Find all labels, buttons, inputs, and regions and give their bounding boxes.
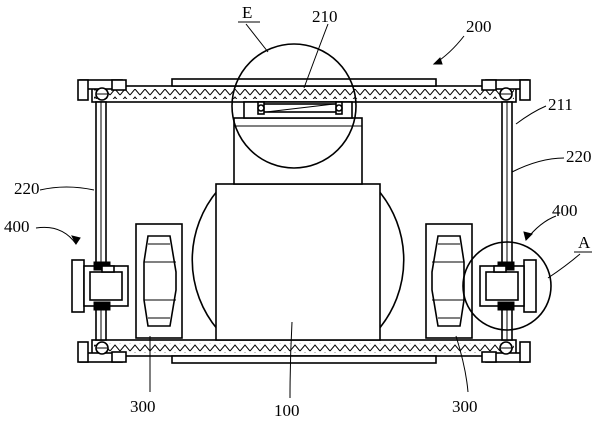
- corner-bracket-top-right: [481, 79, 531, 101]
- corner-bracket-top-left: [77, 79, 127, 101]
- fan-300-right: [425, 223, 473, 339]
- bottom-plate: [91, 339, 517, 357]
- label-210: 210: [312, 7, 338, 26]
- label-300-left: 300: [130, 397, 156, 416]
- corner-bracket-bottom-right: [481, 341, 531, 363]
- rotor-arc: [191, 189, 405, 331]
- component-210: [257, 101, 343, 115]
- label-300-right: 300: [452, 397, 478, 416]
- main-unit-100: [215, 183, 381, 341]
- leader-lines: [35, 21, 592, 399]
- arrowheads: [71, 57, 533, 245]
- connector-400-left: [71, 259, 129, 313]
- bottom-cover: [171, 355, 437, 364]
- label-211: 211: [548, 95, 573, 114]
- label-E: E: [242, 3, 252, 22]
- label-400-right: 400: [552, 201, 578, 220]
- detail-circle-A: [462, 241, 552, 331]
- top-plate: [91, 85, 517, 103]
- label-200: 200: [466, 17, 492, 36]
- top-cover: [171, 78, 437, 87]
- label-A: A: [578, 233, 591, 252]
- label-220-left: 220: [14, 179, 40, 198]
- label-400-left: 400: [4, 217, 30, 236]
- connector-400-right: [479, 259, 537, 313]
- label-220-right: 220: [566, 147, 592, 166]
- detail-circle-E: [231, 43, 357, 169]
- label-100: 100: [274, 401, 300, 420]
- corner-bracket-bottom-left: [77, 341, 127, 363]
- fan-300-left: [135, 223, 183, 339]
